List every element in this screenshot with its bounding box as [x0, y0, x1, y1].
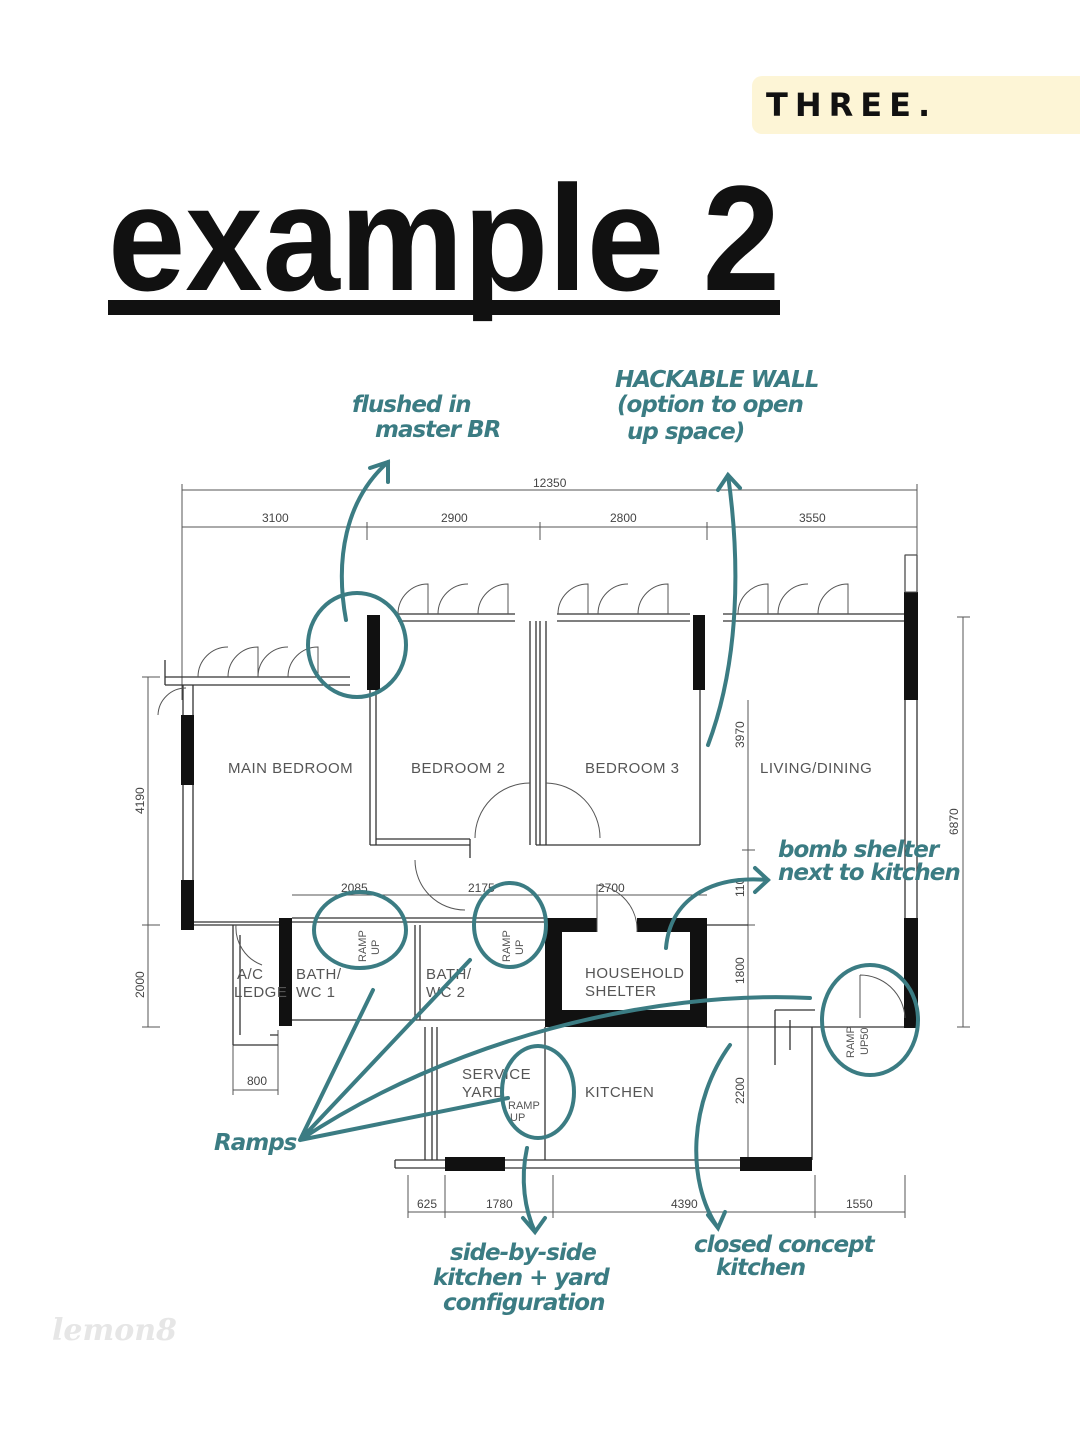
- note-side-1: side-by-side: [450, 1240, 596, 1266]
- room-ac-ledge-2: LEDGE: [234, 984, 287, 1001]
- ramp-label-4: RAMP: [845, 1026, 857, 1058]
- note-side-2: kitchen + yard: [433, 1265, 610, 1291]
- note-hackable-2: (option to open: [617, 392, 804, 418]
- dim-bottom-2: 1780: [486, 1197, 513, 1211]
- note-hackable-3: up space): [627, 419, 744, 445]
- note-flushed-1: flushed in: [352, 392, 471, 418]
- dim-overall: 12350: [533, 476, 567, 490]
- section-tag-label: THREE.: [766, 86, 938, 124]
- ramp-up-3: UP: [510, 1112, 525, 1124]
- dim-left-1: 4190: [133, 787, 147, 814]
- circle-ramp-entrance: [820, 963, 920, 1077]
- arrow-closed: [694, 1043, 732, 1232]
- walls: [164, 554, 918, 1171]
- dim-bottom-3: 4390: [671, 1197, 698, 1211]
- dim-inner-4: 2200: [733, 1077, 747, 1104]
- dim-top-1: 3100: [262, 511, 289, 525]
- doors-and-windows: [157, 554, 918, 1019]
- circle-flushed: [306, 591, 408, 699]
- note-closed-1: closed concept: [694, 1232, 876, 1258]
- ramp-up50: UP50: [859, 1027, 871, 1055]
- arrow-side-by-side: [521, 1146, 547, 1236]
- note-side-3: configuration: [443, 1290, 605, 1316]
- circle-ramp-bath1: [312, 890, 408, 970]
- title-underline: [108, 300, 780, 315]
- section-tag: THREE.: [752, 76, 1080, 134]
- dim-middle-3: 2700: [598, 881, 625, 895]
- circle-ramp-yard: [500, 1044, 576, 1140]
- note-bomb-1: bomb shelter: [778, 837, 941, 863]
- dim-left-2: 2000: [133, 971, 147, 998]
- room-shelter-1: HOUSEHOLD: [585, 965, 685, 982]
- ramp-label-3: RAMP: [508, 1100, 540, 1112]
- room-shelter-2: SHELTER: [585, 983, 657, 1000]
- room-kitchen: KITCHEN: [585, 1084, 654, 1101]
- dim-inner-1: 3970: [733, 721, 747, 748]
- note-flushed-2: master BR: [375, 417, 500, 443]
- dim-inner-3: 1800: [733, 957, 747, 984]
- arrow-bomb: [664, 866, 771, 950]
- note-closed-2: kitchen: [716, 1255, 806, 1281]
- dim-top-3: 2800: [610, 511, 637, 525]
- room-service-2: YARD: [462, 1084, 505, 1101]
- ramp-up-1: UP: [370, 940, 382, 955]
- room-bath-1a: BATH/: [296, 966, 342, 983]
- room-service-1: SERVICE: [462, 1066, 531, 1083]
- ramp-label-2: RAMP: [501, 930, 513, 962]
- circle-ramp-bath2: [472, 881, 548, 969]
- room-ac-ledge-1: A/C: [237, 966, 264, 983]
- room-main-bedroom: MAIN BEDROOM: [228, 760, 353, 777]
- dim-right-overall: 6870: [947, 808, 961, 835]
- annotation-marks: [298, 459, 920, 1236]
- watermark-logo: lemon8: [52, 1313, 177, 1348]
- note-hackable-1: HACKABLE WALL: [615, 367, 819, 393]
- dim-bottom-4: 1550: [846, 1197, 873, 1211]
- dim-top-4: 3550: [799, 511, 826, 525]
- dim-top-2: 2900: [441, 511, 468, 525]
- room-living-dining: LIVING/DINING: [760, 760, 872, 777]
- room-bath-1b: WC 1: [296, 984, 336, 1001]
- room-bedroom-3: BEDROOM 3: [585, 760, 680, 777]
- note-bomb-2: next to kitchen: [778, 860, 960, 886]
- arrow-flushed: [339, 459, 390, 622]
- annotation-notes: flushed in master BR HACKABLE WALL (opti…: [214, 367, 961, 1316]
- ramp-label-1: RAMP: [357, 930, 369, 962]
- arrow-hackable: [706, 471, 742, 747]
- note-ramps: Ramps: [214, 1130, 297, 1156]
- dim-inner-2: 110: [733, 878, 747, 897]
- ramps-pointer-lines: [298, 958, 812, 1142]
- page-title: example 2: [108, 154, 780, 322]
- room-bedroom-2: BEDROOM 2: [411, 760, 506, 777]
- ramp-up-2: UP: [514, 940, 526, 955]
- dim-bottom-1: 625: [417, 1197, 437, 1211]
- dim-ledge: 800: [247, 1074, 267, 1088]
